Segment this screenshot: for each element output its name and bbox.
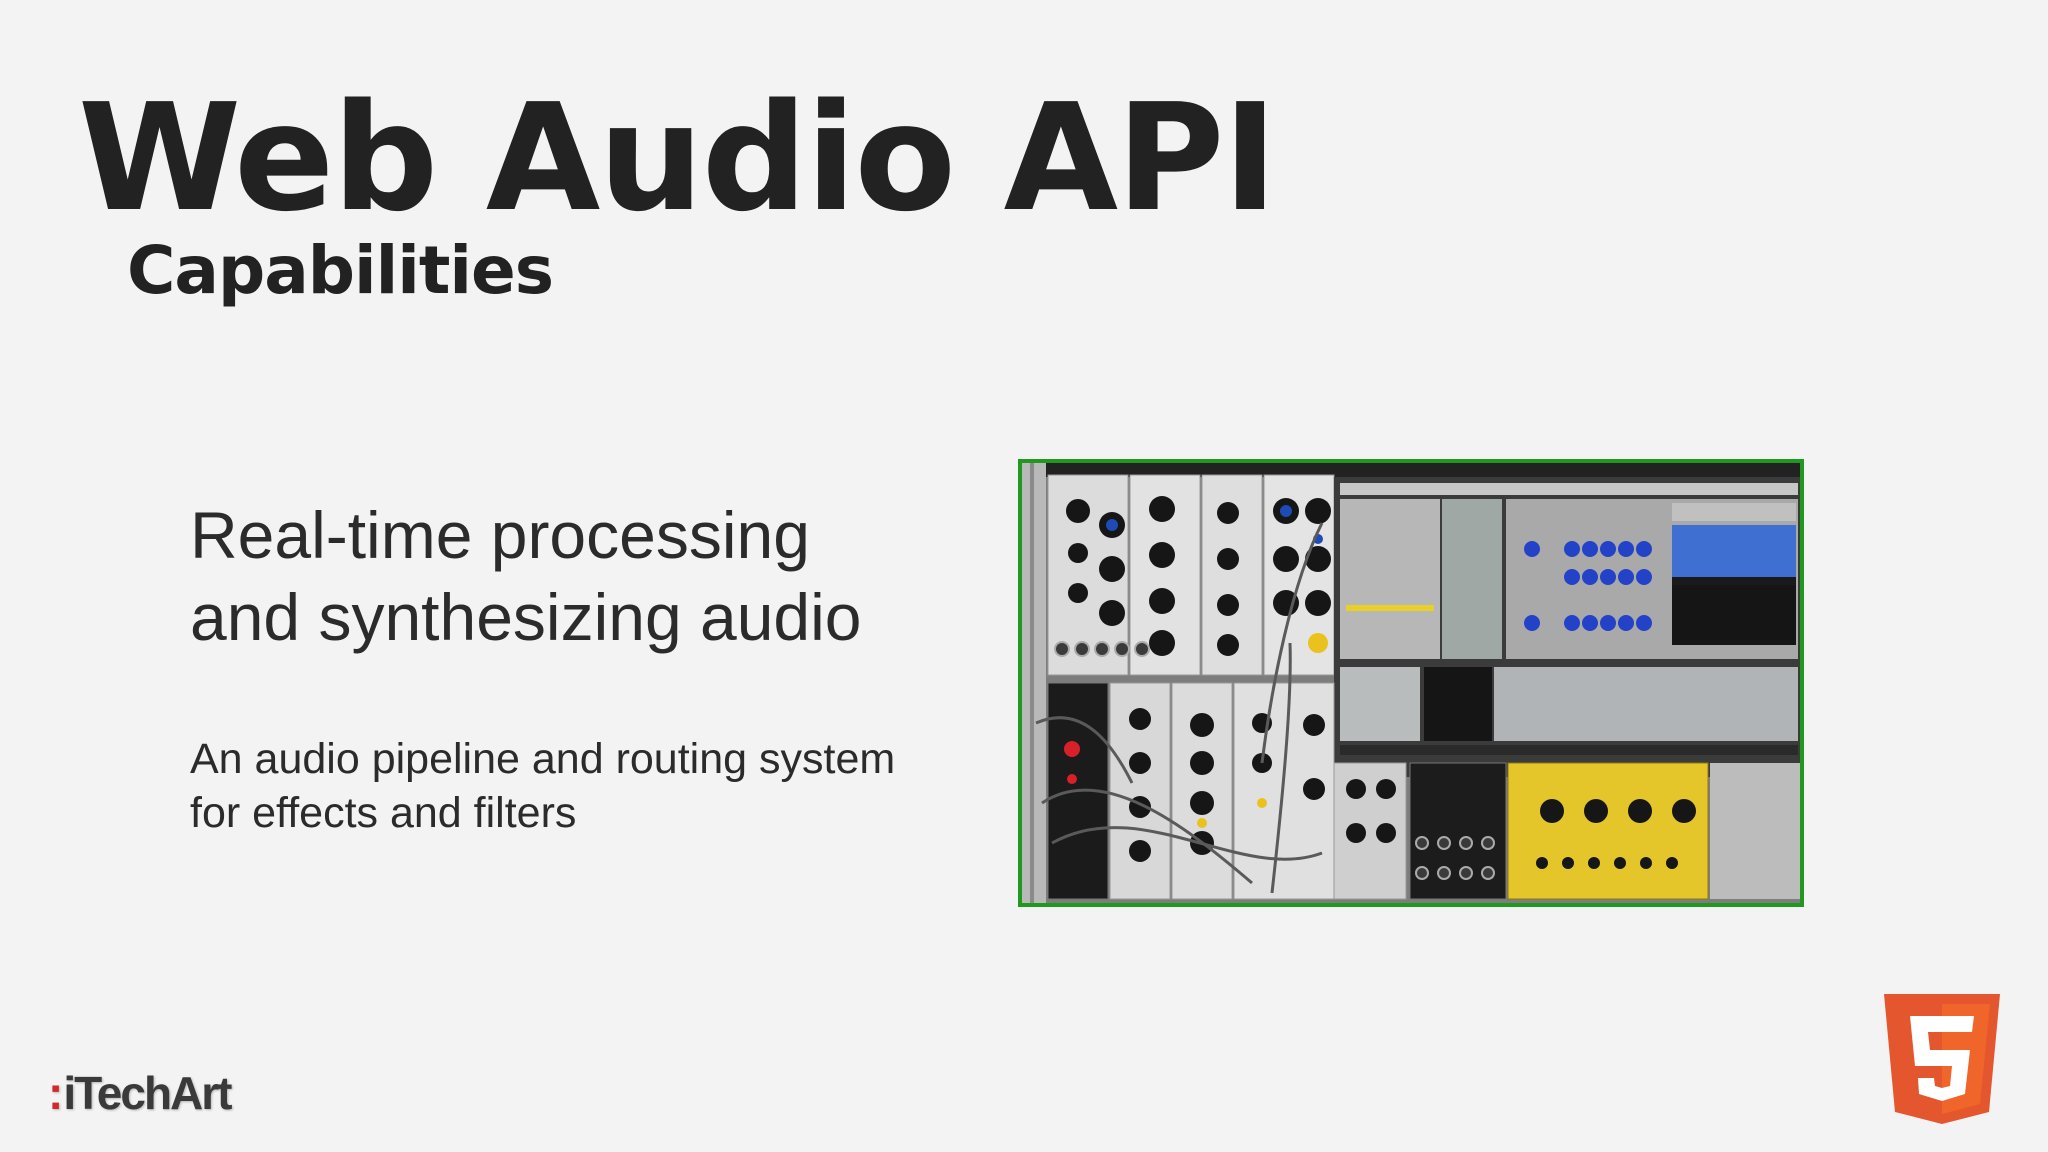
slide-subtitle: Capabilities	[127, 232, 554, 309]
slide-title: Web Audio API	[78, 72, 1278, 244]
synth-illustration	[1022, 463, 1800, 903]
main-point-line-2: and synthesizing audio	[190, 580, 862, 654]
modular-synth-photo	[1018, 459, 1804, 907]
html5-shield-icon	[1884, 994, 2000, 1124]
itechart-logo: :iTechArt	[48, 1067, 233, 1119]
secondary-point: An audio pipeline and routing system for…	[190, 732, 990, 840]
secondary-point-line-2: for effects and filters	[190, 789, 577, 837]
main-point: Real-time processing and synthesizing au…	[190, 494, 970, 658]
secondary-point-line-1: An audio pipeline and routing system	[190, 735, 896, 783]
upper-module-row	[1047, 474, 1335, 676]
daw-screen	[1334, 477, 1800, 777]
main-point-line-1: Real-time processing	[190, 498, 810, 572]
